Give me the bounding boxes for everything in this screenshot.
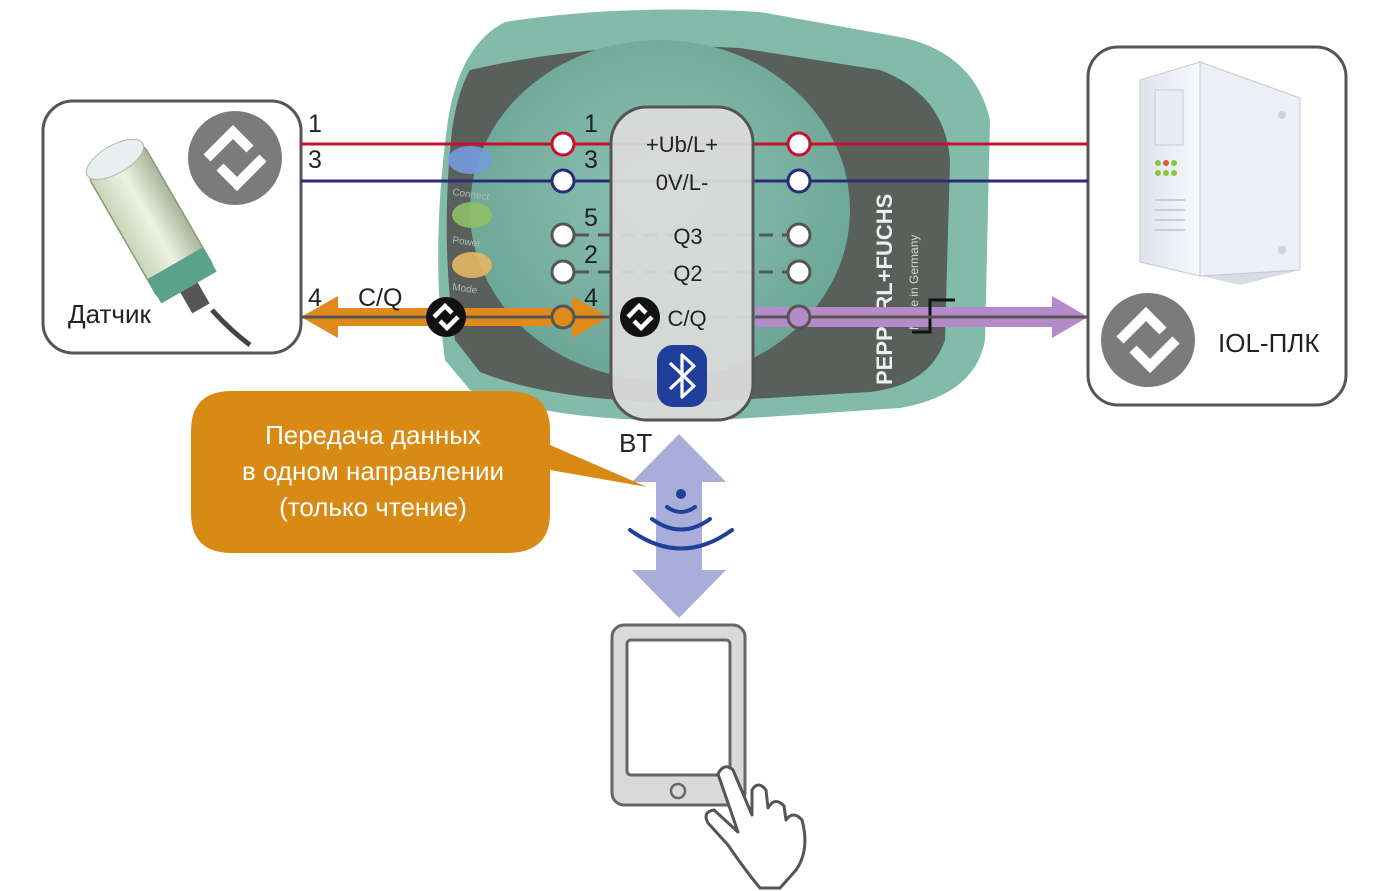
pin-0v: 0V/L-: [656, 170, 709, 195]
device-made-in: Made in Germany: [907, 235, 921, 330]
bt-arrow: [632, 434, 726, 618]
tablet-icon: [610, 623, 747, 807]
sensor-image: [85, 138, 217, 314]
hand-pointer-icon: [704, 765, 807, 890]
bt-label: BT: [619, 428, 652, 458]
pin-number-5: 5: [584, 204, 598, 232]
pin-q2: Q2: [673, 261, 702, 286]
server-icon: [1139, 61, 1301, 285]
pin-number-1: 1: [584, 110, 598, 138]
plc-label: IOL-ПЛК: [1218, 328, 1319, 358]
plc-box: IOL-ПЛК: [1086, 45, 1348, 407]
cq-label-left: C/Q: [358, 284, 402, 312]
callout-line-1: Передача данных: [265, 420, 481, 450]
indicator-power: Power: [452, 235, 482, 250]
terminals-right: [786, 131, 812, 330]
callout-bubble: Передача данных в одном направлении (тол…: [191, 391, 647, 553]
io-link-icon: [1101, 293, 1195, 387]
pin-number-4: 4: [584, 284, 598, 312]
pin-q3: Q3: [673, 224, 702, 249]
sensor-label: Датчик: [68, 299, 151, 329]
io-link-icon: [620, 297, 660, 337]
pin-number-3: 3: [584, 146, 598, 174]
pin-cq: C/Q: [667, 306, 706, 331]
io-link-icon: [188, 111, 282, 205]
callout-line-2: в одном направлении: [242, 456, 504, 486]
callout-line-3: (только чтение): [279, 492, 467, 522]
wireless-signal-icon: [628, 489, 734, 551]
terminals-left: [550, 131, 576, 330]
bluetooth-icon: [657, 345, 707, 407]
indicator-mode: Mode: [452, 282, 479, 296]
adapter-module: +Ub/L+ 0V/L- Q3 Q2 C/Q: [609, 105, 755, 422]
pin-ub: +Ub/L+: [646, 132, 718, 157]
sensor-box: Датчик: [41, 99, 303, 355]
pin-number-2: 2: [584, 241, 598, 269]
wire-number-3: 3: [308, 146, 322, 174]
io-link-icon: [426, 297, 466, 337]
device-brand: PEPPERL+FUCHS: [872, 194, 897, 385]
wire-number-1: 1: [308, 110, 322, 138]
indicator-connect: Connect: [452, 187, 491, 203]
wire-number-4: 4: [308, 284, 322, 312]
